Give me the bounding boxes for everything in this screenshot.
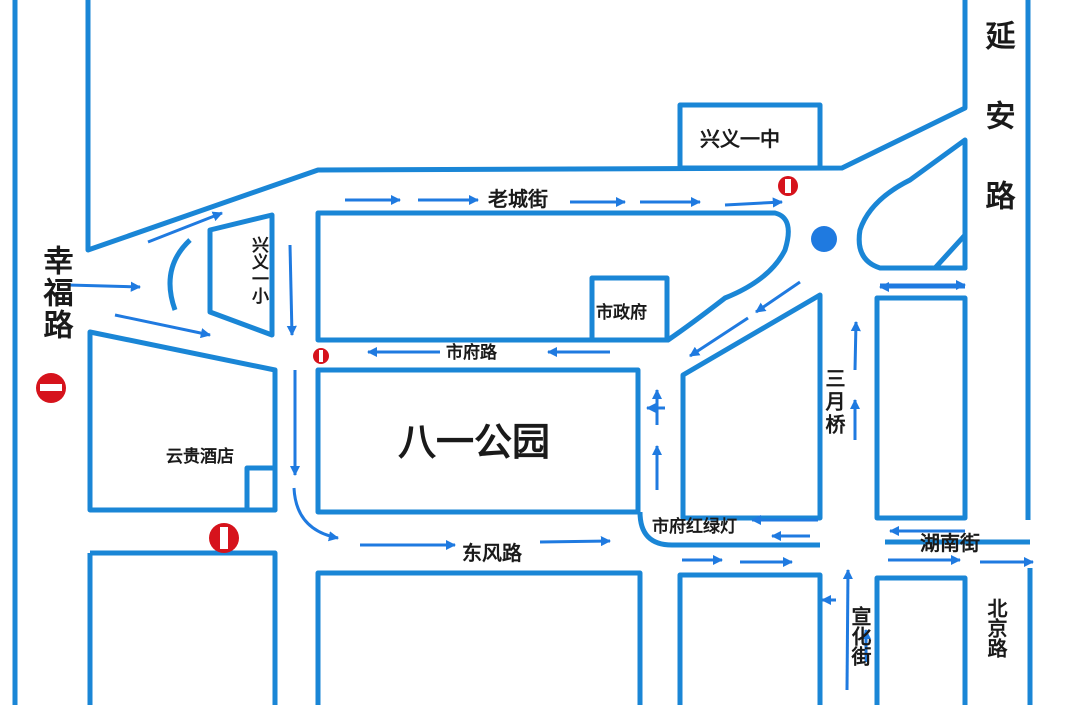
road-label-xingfu: 幸福路 [38,245,75,341]
arrow [724,197,784,208]
arrow [147,211,223,244]
arrow [755,280,801,314]
no-entry-icon [209,523,239,553]
place-label-yungui-hotel: 云贵酒店 [166,446,234,467]
shizhengfu-block [589,275,670,343]
upper-left-block [85,0,968,253]
road-label-hunan: 湖南街 [920,531,980,555]
no-entry-icon [313,348,329,364]
xingyi-yixiao-block [207,212,275,338]
right-triangle-island [932,232,968,271]
arrow [67,281,142,292]
road-label-shifu: 市府路 [446,342,498,363]
right-of-park-block [680,292,823,521]
place-label-shizhengfu: 市政府 [596,302,647,323]
roundabout-marker [811,226,837,252]
road-label-dongfeng: 东风路 [462,541,523,565]
east-block [874,295,968,521]
place-label-shifu-light: 市府红绿灯 [652,516,737,537]
arrow [286,244,297,337]
lower-mid-block [677,572,823,705]
road-label-sanyueqiao: 三月桥 [822,368,846,437]
road-label-xuanhua: 宣化街 [848,605,872,667]
road-label-beijing: 北京路 [984,598,1008,659]
arrow [850,320,861,371]
arrow [842,568,854,691]
road-label-laocheng: 老城街 [488,187,548,211]
yungui-small-block [244,465,278,513]
arrow [292,487,340,542]
place-label-xingyi-yixiao: 兴义一小 [248,236,269,305]
no-entry-icon [36,373,66,403]
place-label-bayi-park: 八一公园 [398,420,550,464]
xingyi-yizhong-block [677,102,823,171]
lower-left-block [87,550,278,705]
arrow [539,536,612,547]
park-corner-curve [637,511,820,548]
left-curve-island [167,238,192,311]
road-outlines [12,0,1033,705]
arrow [114,313,211,339]
laocheng-shifu-block [315,210,791,343]
no-entry-icon [778,176,798,196]
arrow [689,316,749,358]
roundabout-island [856,137,968,271]
lower-center-block [315,570,643,705]
traffic-arrows [67,194,1035,691]
lower-east-block [874,575,968,705]
bayi-park-block [315,367,641,515]
road-label-yanan: 延安路 [980,20,1017,260]
place-label-xingyi-yizhong: 兴义一中 [700,127,780,151]
